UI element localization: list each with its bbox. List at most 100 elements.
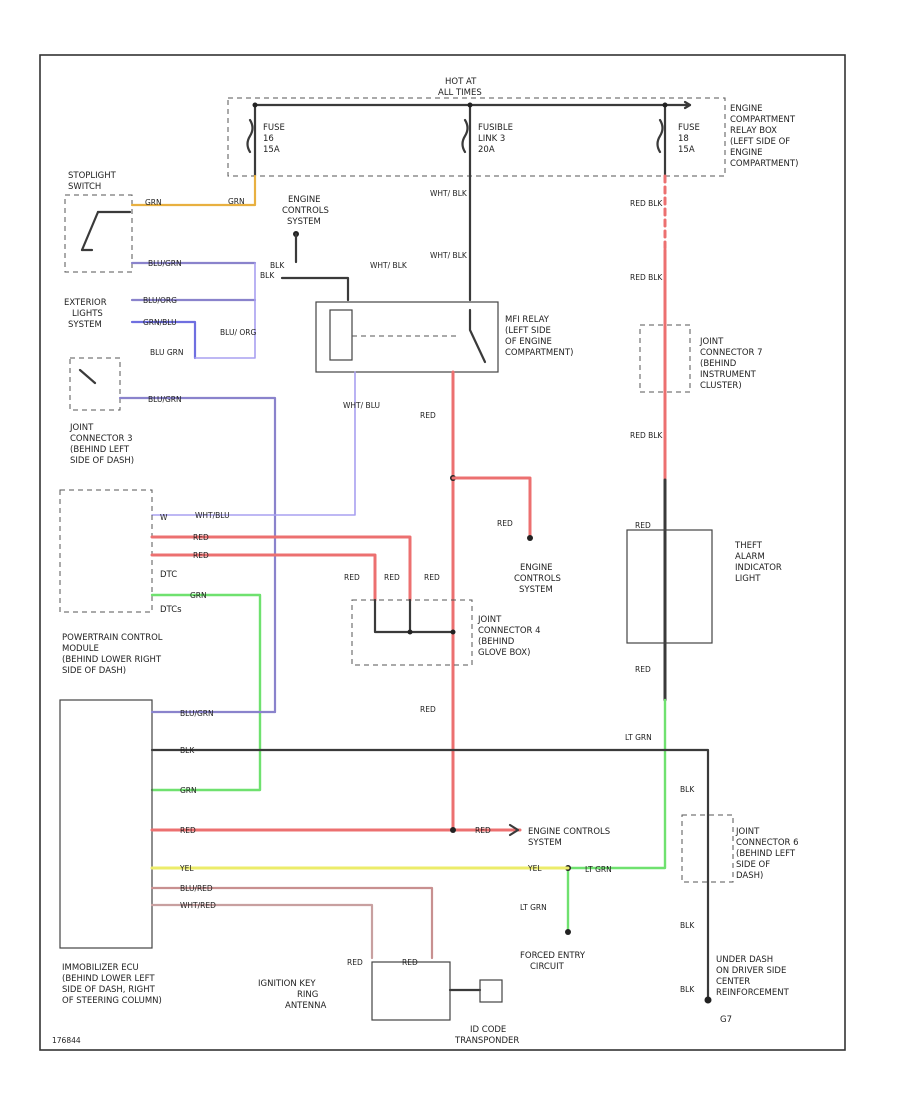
svg-text:DTCs: DTCs xyxy=(160,605,182,615)
ignition-key-ring-antenna: IGNITION KEY RING ANTENNA RED RED xyxy=(258,958,503,1021)
svg-text:INSTRUMENT: INSTRUMENT xyxy=(700,370,757,380)
immobilizer-ecu: IMMOBILIZER ECU (BEHIND LOWER LEFT SIDE … xyxy=(59,699,162,1006)
svg-text:CONNECTOR 7: CONNECTOR 7 xyxy=(700,348,763,358)
svg-text:RED: RED xyxy=(180,826,196,835)
svg-text:RING: RING xyxy=(297,990,318,1000)
svg-text:RED: RED xyxy=(193,533,209,542)
svg-text:GRN: GRN xyxy=(228,197,245,206)
svg-text:MODULE: MODULE xyxy=(62,644,99,654)
svg-text:BLU/ORG: BLU/ORG xyxy=(143,296,177,305)
svg-text:CONNECTOR 6: CONNECTOR 6 xyxy=(736,838,799,848)
fuse-18: FUSE 18 15A xyxy=(656,118,700,155)
svg-text:BLU GRN: BLU GRN xyxy=(150,348,183,357)
svg-text:WHT/ BLK: WHT/ BLK xyxy=(430,251,468,260)
svg-text:TRANSPONDER: TRANSPONDER xyxy=(454,1036,519,1046)
svg-text:RED: RED xyxy=(475,826,491,835)
stoplight-grn-wire xyxy=(130,174,257,207)
all-times-label: ALL TIMES xyxy=(438,88,482,98)
svg-text:LT GRN: LT GRN xyxy=(520,903,547,912)
svg-text:CONTROLS: CONTROLS xyxy=(514,574,561,584)
svg-text:LT GRN: LT GRN xyxy=(585,865,612,874)
svg-text:(LEFT SIDE OF: (LEFT SIDE OF xyxy=(730,137,790,147)
joint-connector-3: JOINT CONNECTOR 3 (BEHIND LEFT SIDE OF D… xyxy=(69,357,134,466)
svg-text:(BEHIND LEFT: (BEHIND LEFT xyxy=(736,849,796,859)
svg-text:16: 16 xyxy=(263,134,274,144)
engine-controls-system-low: ENGINE CONTROLS SYSTEM xyxy=(528,827,610,848)
svg-text:SWITCH: SWITCH xyxy=(68,182,101,192)
svg-text:LIGHTS: LIGHTS xyxy=(72,309,103,319)
svg-text:RED: RED xyxy=(420,411,436,420)
svg-text:FUSE: FUSE xyxy=(263,123,285,133)
svg-text:RED: RED xyxy=(635,521,651,530)
svg-text:CIRCUIT: CIRCUIT xyxy=(530,962,565,972)
svg-text:REINFORCEMENT: REINFORCEMENT xyxy=(716,988,790,998)
svg-text:(BEHIND: (BEHIND xyxy=(478,637,515,647)
svg-text:GRN: GRN xyxy=(190,591,207,600)
svg-text:GRN: GRN xyxy=(180,786,197,795)
stoplight-switch: STOPLIGHT SWITCH xyxy=(64,171,133,273)
wht-blu-wire xyxy=(151,371,356,516)
svg-text:CONNECTOR 4: CONNECTOR 4 xyxy=(478,626,541,636)
id-code-transponder: ID CODE TRANSPONDER xyxy=(454,1025,519,1046)
svg-text:COMPARTMENT): COMPARTMENT) xyxy=(505,348,573,358)
svg-text:(BEHIND LOWER RIGHT: (BEHIND LOWER RIGHT xyxy=(62,655,162,665)
svg-text:CONTROLS: CONTROLS xyxy=(282,206,329,216)
svg-text:BLU/RED: BLU/RED xyxy=(180,884,213,893)
svg-text:UNDER DASH: UNDER DASH xyxy=(716,955,773,965)
svg-text:JOINT: JOINT xyxy=(699,337,724,347)
svg-text:RED BLK: RED BLK xyxy=(630,199,663,208)
joint-connector-4: JOINT CONNECTOR 4 (BEHIND GLOVE BOX) xyxy=(351,598,541,666)
forced-entry-circuit: FORCED ENTRY CIRCUIT xyxy=(520,951,586,972)
svg-text:OF ENGINE: OF ENGINE xyxy=(505,337,552,347)
svg-text:(BEHIND: (BEHIND xyxy=(700,359,737,369)
engine-controls-system-mid: ENGINE CONTROLS SYSTEM xyxy=(514,563,561,595)
svg-text:SYSTEM: SYSTEM xyxy=(519,585,553,595)
theft-alarm-indicator-light: THEFT ALARM INDICATOR LIGHT xyxy=(626,529,782,644)
fuse-16: FUSE 16 15A xyxy=(246,118,285,155)
svg-text:W: W xyxy=(160,513,168,522)
lt-grn-wire xyxy=(566,698,667,870)
svg-text:JOINT: JOINT xyxy=(735,827,760,837)
svg-text:RED BLK: RED BLK xyxy=(630,273,663,282)
svg-text:GLOVE BOX): GLOVE BOX) xyxy=(478,648,530,658)
svg-text:ID CODE: ID CODE xyxy=(470,1025,506,1035)
relay-box-label: ENGINE COMPARTMENT RELAY BOX (LEFT SIDE … xyxy=(730,104,798,169)
svg-text:CENTER: CENTER xyxy=(716,977,750,987)
svg-text:POWERTRAIN CONTROL: POWERTRAIN CONTROL xyxy=(62,633,163,643)
svg-text:MFI RELAY: MFI RELAY xyxy=(505,315,550,325)
mfi-relay: MFI RELAY (LEFT SIDE OF ENGINE COMPARTME… xyxy=(315,301,573,373)
svg-text:GRN/BLU: GRN/BLU xyxy=(143,318,177,327)
svg-text:YEL: YEL xyxy=(179,864,194,873)
svg-text:BLK: BLK xyxy=(680,921,695,930)
exterior-lights-system: EXTERIOR LIGHTS SYSTEM xyxy=(64,298,107,330)
svg-text:RED: RED xyxy=(420,705,436,714)
svg-text:WHT/RED: WHT/RED xyxy=(180,901,216,910)
reference-number: 176844 xyxy=(52,1036,81,1045)
svg-text:SYSTEM: SYSTEM xyxy=(68,320,102,330)
svg-text:BLK: BLK xyxy=(680,985,695,994)
svg-text:THEFT: THEFT xyxy=(734,541,763,551)
svg-text:SIDE OF: SIDE OF xyxy=(736,860,770,870)
svg-text:LIGHT: LIGHT xyxy=(735,574,761,584)
svg-text:15A: 15A xyxy=(263,145,280,155)
svg-text:COMPARTMENT): COMPARTMENT) xyxy=(730,159,798,169)
svg-text:(BEHIND LOWER LEFT: (BEHIND LOWER LEFT xyxy=(62,974,155,984)
svg-text:RED: RED xyxy=(424,573,440,582)
svg-text:CLUSTER): CLUSTER) xyxy=(700,381,742,391)
svg-text:ON DRIVER SIDE: ON DRIVER SIDE xyxy=(716,966,786,976)
svg-text:RED: RED xyxy=(402,958,418,967)
joint-connector-6: JOINT CONNECTOR 6 (BEHIND LEFT SIDE OF D… xyxy=(681,814,799,883)
svg-text:RED: RED xyxy=(347,958,363,967)
svg-text:LT GRN: LT GRN xyxy=(625,733,652,742)
svg-text:ALARM: ALARM xyxy=(735,552,765,562)
svg-text:SIDE OF DASH): SIDE OF DASH) xyxy=(62,666,126,676)
svg-text:BLK: BLK xyxy=(270,261,285,270)
svg-text:ENGINE: ENGINE xyxy=(730,104,763,114)
relay-box-outline xyxy=(227,97,726,177)
svg-text:BLK: BLK xyxy=(680,785,695,794)
svg-text:STOPLIGHT: STOPLIGHT xyxy=(68,171,117,181)
svg-text:DASH): DASH) xyxy=(736,871,763,881)
svg-text:IGNITION KEY: IGNITION KEY xyxy=(258,979,316,989)
powertrain-control-module: W DTC DTCs POWERTRAIN CONTROL MODULE (BE… xyxy=(59,489,182,676)
svg-text:EXTERIOR: EXTERIOR xyxy=(64,298,107,308)
